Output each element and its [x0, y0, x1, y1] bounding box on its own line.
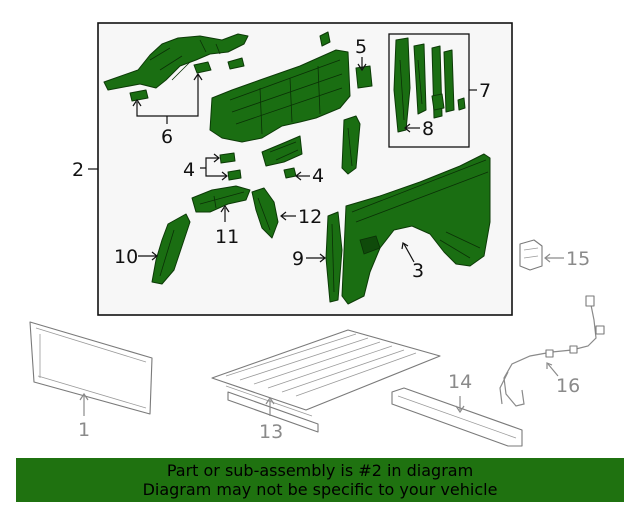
callout-label-1: 1	[78, 419, 90, 441]
callout-label-5: 5	[355, 36, 367, 58]
callout-label-9: 9	[292, 248, 304, 270]
callout-label-2: 2	[72, 159, 84, 181]
callout-label-16: 16	[556, 375, 580, 397]
part-13-bed-floor[interactable]	[211, 329, 441, 433]
part-1-end-panel[interactable]	[29, 321, 153, 415]
part-vertical-pillar[interactable]	[341, 115, 361, 175]
part-14-sill[interactable]	[391, 387, 523, 447]
callout-12[interactable]: 12	[280, 206, 322, 228]
part-4-brackets[interactable]	[219, 135, 303, 181]
parts-diagram: 6 5 4 4	[29, 22, 605, 447]
callout-label-13: 13	[259, 421, 283, 443]
part-9-pillar[interactable]	[325, 211, 343, 303]
callout-label-4-right: 4	[312, 165, 324, 187]
callout-label-7: 7	[479, 80, 491, 102]
part-10-fender-brace[interactable]	[151, 213, 191, 285]
part-15-lamp-bracket[interactable]	[519, 239, 543, 271]
callout-label-4-left: 4	[183, 159, 195, 181]
part-11-liner[interactable]	[191, 185, 251, 213]
callout-5[interactable]: 5	[355, 36, 367, 72]
callout-11[interactable]: 11	[215, 204, 239, 248]
notice-banner: Part or sub-assembly is #2 in diagram Di…	[16, 458, 624, 502]
callout-16[interactable]: 16	[546, 362, 580, 397]
callout-label-6: 6	[161, 126, 173, 148]
callout-15[interactable]: 15	[544, 248, 590, 270]
callout-7[interactable]: 7	[469, 80, 491, 102]
part-6-upper-rail[interactable]	[103, 33, 249, 102]
callout-label-15: 15	[566, 248, 590, 270]
callout-3[interactable]: 3	[401, 242, 424, 282]
callout-label-14: 14	[448, 371, 472, 393]
part-7-8-pillars[interactable]	[393, 37, 466, 133]
banner-line-2: Diagram may not be specific to your vehi…	[142, 480, 498, 499]
callout-label-10: 10	[114, 246, 138, 268]
part-16-wiring-harness[interactable]	[499, 295, 605, 407]
callout-4-right[interactable]: 4	[295, 165, 324, 187]
callout-label-11: 11	[215, 226, 239, 248]
callout-6[interactable]: 6	[132, 72, 203, 148]
callout-14[interactable]: 14	[448, 371, 472, 414]
callout-8[interactable]: 8	[404, 118, 434, 140]
banner-line-1: Part or sub-assembly is #2 in diagram	[166, 461, 474, 480]
callout-10[interactable]: 10	[114, 246, 158, 268]
callout-label-3: 3	[412, 260, 424, 282]
part-3-box-side[interactable]	[341, 153, 491, 305]
callout-9[interactable]: 9	[292, 248, 326, 270]
callout-2[interactable]: 2	[72, 159, 98, 181]
callout-label-8: 8	[422, 118, 434, 140]
callout-4-left[interactable]: 4	[183, 153, 228, 181]
part-12-bracket[interactable]	[251, 187, 279, 239]
callout-13[interactable]: 13	[259, 396, 283, 443]
callout-label-12: 12	[298, 206, 322, 228]
callout-1[interactable]: 1	[78, 392, 90, 441]
part-inner-panel[interactable]	[209, 31, 373, 143]
